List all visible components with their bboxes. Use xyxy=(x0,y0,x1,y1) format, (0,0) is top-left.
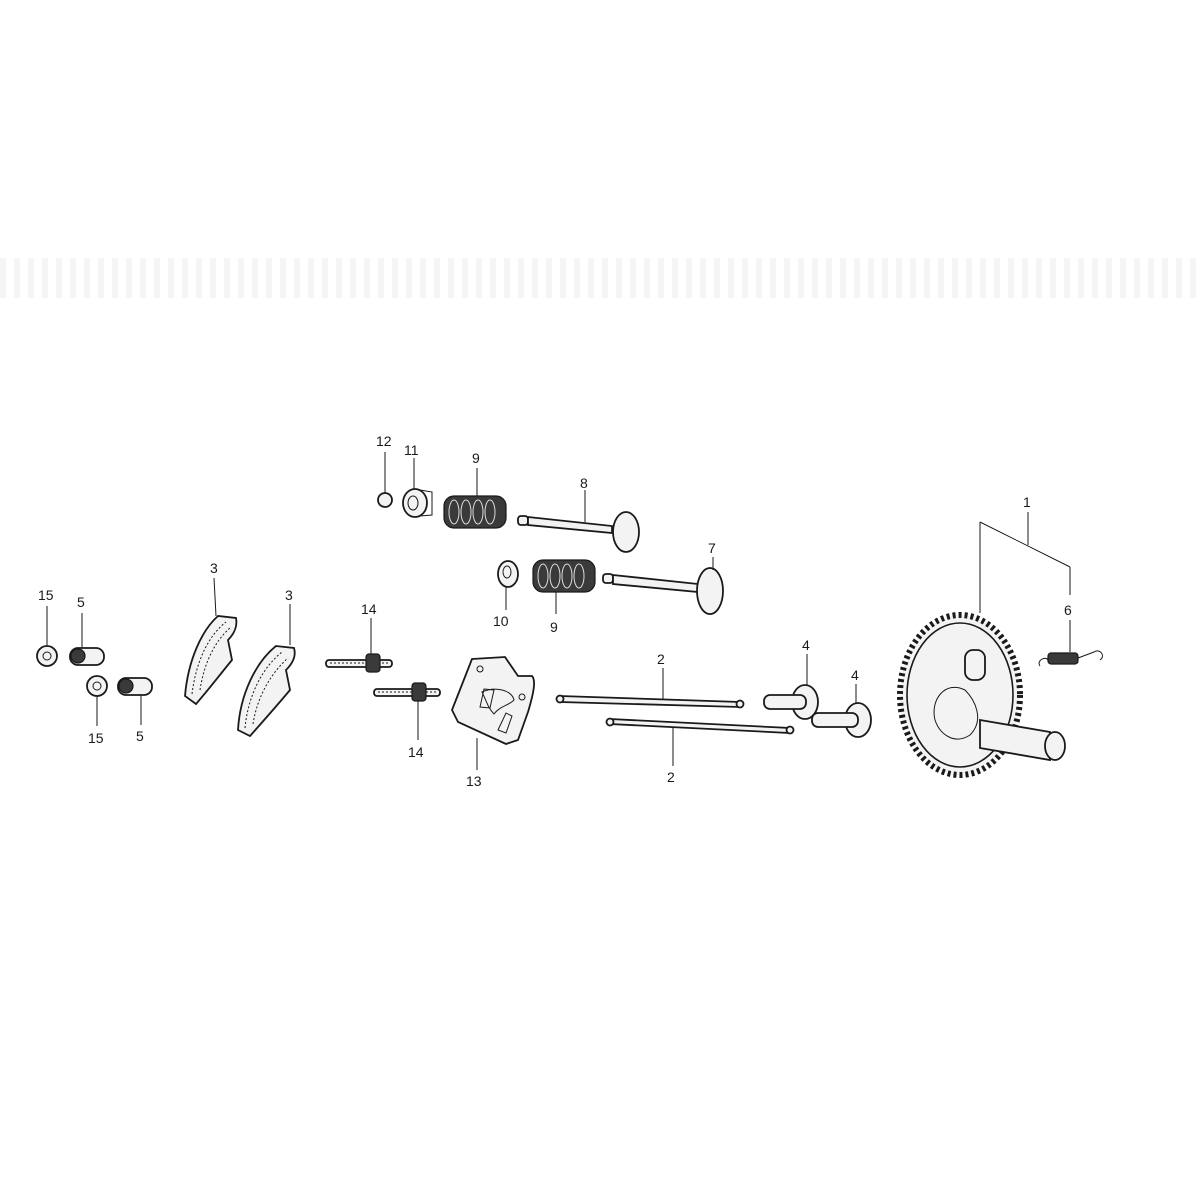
callout-2-lower: 2 xyxy=(667,769,675,785)
callout-13: 13 xyxy=(466,773,482,789)
part-13-guide-plate[interactable] xyxy=(451,656,535,770)
callout-12: 12 xyxy=(376,433,392,449)
callout-4-lower: 4 xyxy=(851,667,859,683)
part-3-rocker-arm-left[interactable] xyxy=(184,577,238,706)
part-14-stud-upper[interactable] xyxy=(325,618,393,673)
callout-15-lower: 15 xyxy=(88,730,104,746)
callout-1: 1 xyxy=(1023,494,1031,510)
callout-9-lower: 9 xyxy=(550,619,558,635)
callout-4-upper: 4 xyxy=(802,637,810,653)
part-9-valve-spring-upper[interactable] xyxy=(443,468,507,529)
callout-6: 6 xyxy=(1064,602,1072,618)
part-3-rocker-arm-right[interactable] xyxy=(237,604,296,738)
part-4-lifter-upper[interactable] xyxy=(763,654,819,720)
part-2-push-rod-upper[interactable] xyxy=(555,668,745,709)
part-1-camshaft-gear[interactable] xyxy=(897,529,1066,778)
callout-2-upper: 2 xyxy=(657,651,665,667)
part-5-upper[interactable] xyxy=(69,613,105,666)
callout-15-upper: 15 xyxy=(38,587,54,603)
callout-3-right: 3 xyxy=(285,587,293,603)
faint-watermark-row xyxy=(0,258,1200,298)
part-2-push-rod-lower[interactable] xyxy=(605,717,795,767)
part-10-retainer[interactable] xyxy=(497,560,519,610)
callout-8: 8 xyxy=(580,475,588,491)
part-8-intake-valve[interactable] xyxy=(517,490,640,553)
part-5-lower[interactable] xyxy=(117,677,153,725)
callout-3-left: 3 xyxy=(210,560,218,576)
part-12-cap[interactable] xyxy=(377,452,393,508)
callout-14-lower: 14 xyxy=(408,744,424,760)
part-15-upper[interactable] xyxy=(36,606,58,667)
callout-9-upper: 9 xyxy=(472,450,480,466)
part-14-stud-lower[interactable] xyxy=(373,682,441,740)
callout-11: 11 xyxy=(404,442,419,458)
part-4-lifter-lower[interactable] xyxy=(811,684,872,738)
callout-1-bracket xyxy=(979,512,1071,595)
part-11-retainer[interactable] xyxy=(402,458,433,518)
part-7-exhaust-valve[interactable] xyxy=(602,557,724,615)
callout-5-lower: 5 xyxy=(136,728,144,744)
part-6-spring[interactable] xyxy=(1038,620,1103,667)
callout-14-upper: 14 xyxy=(361,601,377,617)
part-15-lower[interactable] xyxy=(86,675,108,726)
callout-10: 10 xyxy=(493,613,509,629)
callout-5-upper: 5 xyxy=(77,594,85,610)
callout-7: 7 xyxy=(708,540,716,556)
part-9-valve-spring-lower[interactable] xyxy=(532,559,596,614)
